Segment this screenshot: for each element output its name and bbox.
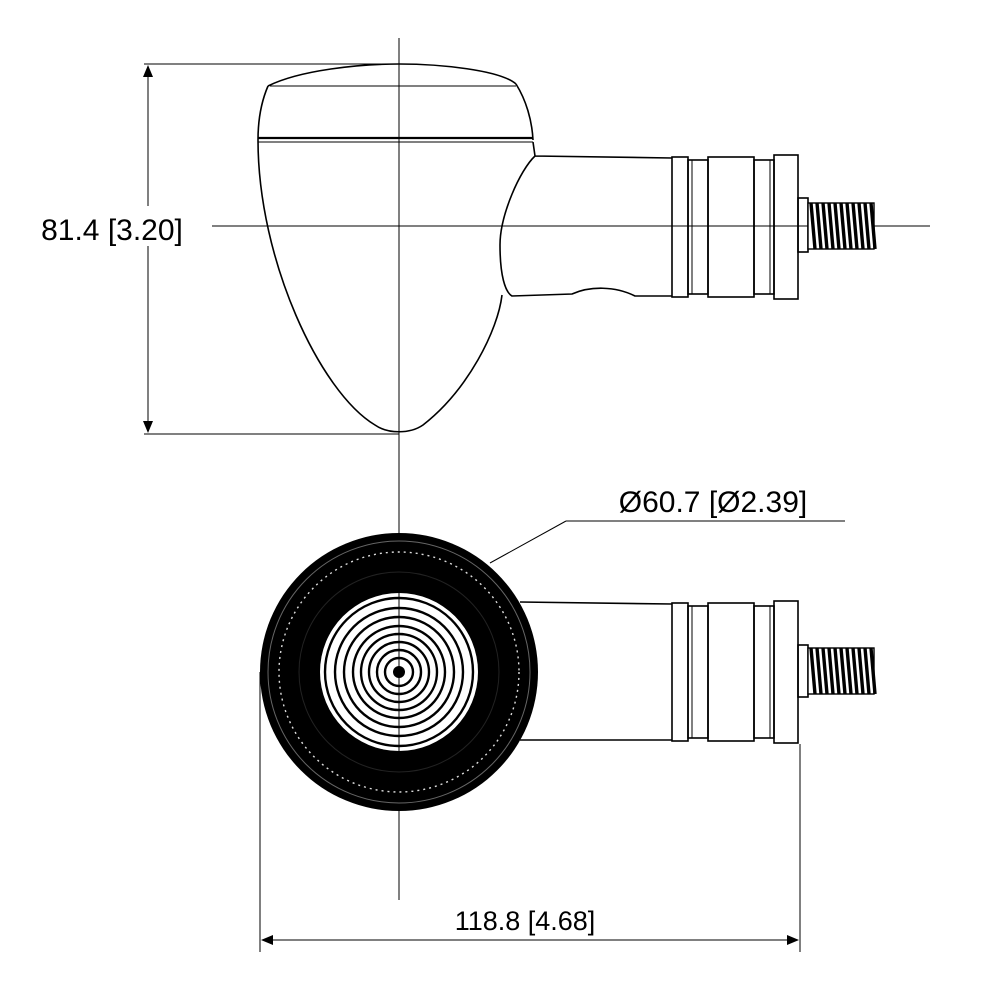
stem-nut [707, 156, 755, 298]
stem-washer [773, 154, 799, 300]
stem-neck [499, 141, 673, 297]
side-view [212, 38, 930, 900]
end-threaded-bolt [807, 647, 877, 695]
length-dimension: 118.8 [4.68] [259, 672, 801, 952]
height-dimension: 81.4 [3.20] [20, 63, 399, 435]
housing-top-right [515, 83, 534, 141]
diameter-dimension: Ø60.7 [Ø2.39] [489, 486, 845, 564]
stem-collar [671, 156, 689, 298]
length-label: 118.8 [4.68] [455, 906, 596, 936]
threaded-bolt [807, 202, 877, 250]
end-view [260, 533, 877, 811]
housing-body [257, 85, 503, 433]
diameter-label: Ø60.7 [Ø2.39] [619, 486, 807, 519]
lens-cap [267, 63, 517, 87]
height-label: 81.4 [3.20] [41, 214, 183, 247]
thread-base [797, 197, 809, 253]
end-stem [519, 601, 673, 741]
